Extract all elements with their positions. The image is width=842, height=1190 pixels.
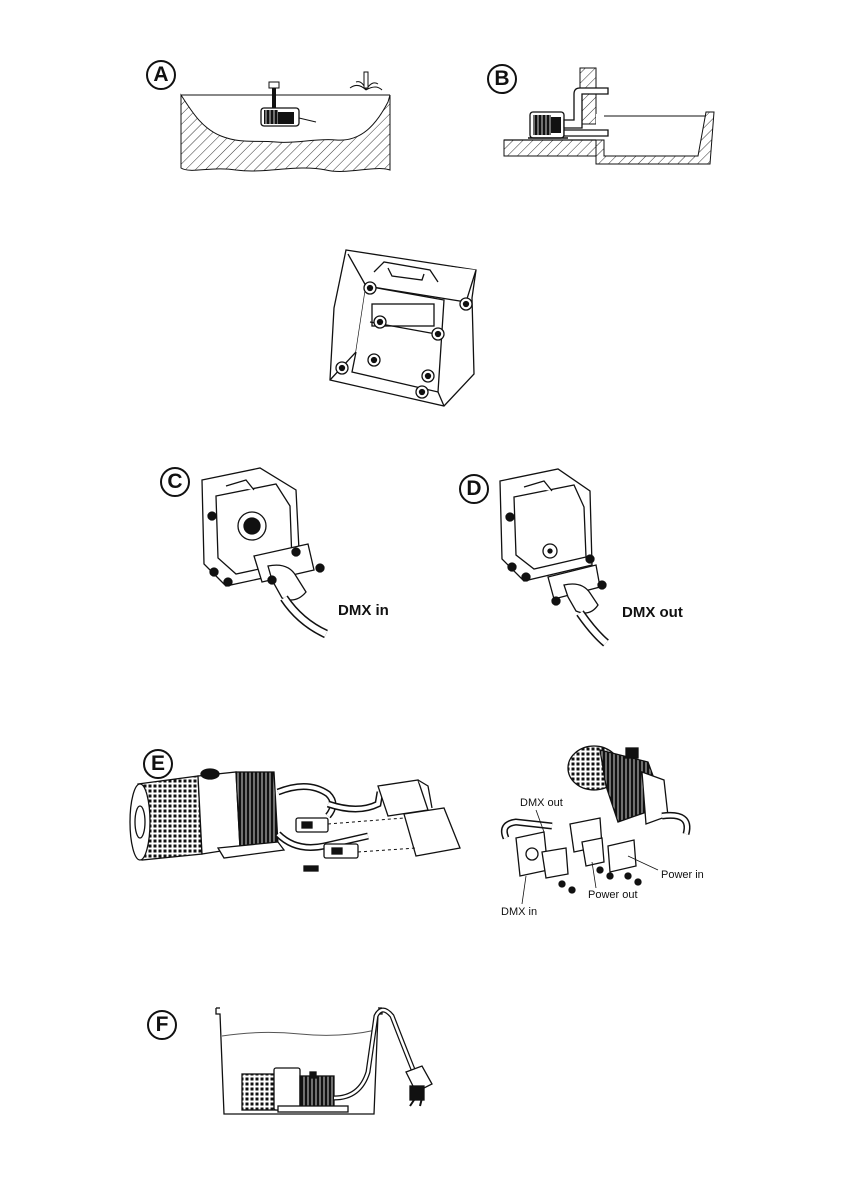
power-cord-f — [334, 1010, 432, 1106]
water-line-f — [222, 1030, 376, 1036]
pump-f — [242, 1068, 348, 1112]
power-in-label-e: Power in — [661, 869, 704, 881]
plug-c — [254, 544, 326, 634]
dmx-out-callout: DMX out — [622, 604, 683, 621]
figure-a-label: A — [146, 60, 176, 90]
figure-c-label: C — [160, 467, 190, 497]
pump-body-e — [130, 769, 284, 860]
figure-e-pump-exploded-illustration — [128, 764, 468, 884]
figure-b-filter-diagram — [500, 64, 720, 174]
dmx-in-callout: DMX in — [338, 602, 389, 619]
figure-d-dmx-out-illustration — [494, 467, 624, 643]
figure-c-dmx-in-illustration — [196, 466, 346, 636]
pump-body-e2 — [568, 746, 668, 824]
figure-d-label: D — [459, 474, 489, 504]
figure-f-tub-illustration — [210, 1002, 440, 1122]
dmx-out-label-e: DMX out — [520, 797, 563, 809]
connector-housing-illustration — [326, 242, 486, 414]
figure-a-pond-diagram — [176, 70, 396, 180]
fountain-spray-a — [350, 72, 382, 90]
cables-e — [278, 786, 380, 847]
housings-e — [378, 780, 460, 856]
pond-basin — [181, 95, 391, 171]
dmx-in-label-e: DMX in — [501, 906, 537, 918]
figure-f-label: F — [147, 1010, 177, 1040]
power-out-label-e: Power out — [588, 889, 638, 901]
